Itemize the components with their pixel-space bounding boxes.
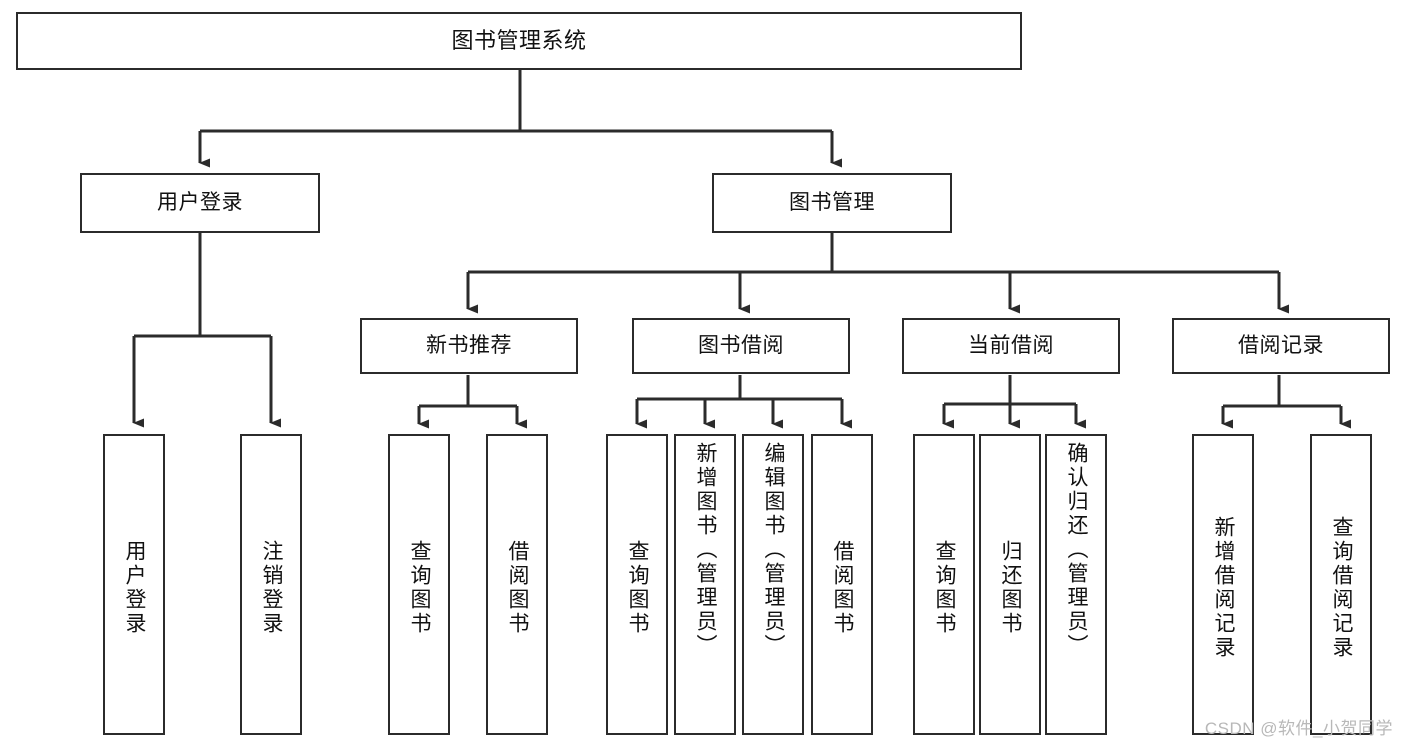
node-leaf-logout-label: 注销登录 [260, 539, 284, 636]
node-leaf-user-login[interactable]: 用户登录 [103, 434, 165, 735]
node-leaf-edit-book-label: 编辑图书（管理员） [762, 442, 786, 658]
node-book-manage-label: 图书管理 [789, 190, 875, 214]
node-leaf-query-book-1-label: 查询图书 [408, 539, 432, 636]
node-borrow-record-label: 借阅记录 [1238, 333, 1324, 357]
node-book-manage[interactable]: 图书管理 [712, 173, 952, 233]
node-leaf-query-book-2-label: 查询图书 [626, 539, 650, 636]
node-leaf-query-book-3[interactable]: 查询图书 [913, 434, 975, 735]
node-current-borrow[interactable]: 当前借阅 [902, 318, 1120, 374]
node-leaf-query-book-2[interactable]: 查询图书 [606, 434, 668, 735]
node-leaf-confirm-return[interactable]: 确认归还（管理员） [1045, 434, 1107, 735]
node-leaf-query-book-3-label: 查询图书 [933, 539, 957, 636]
node-leaf-return-book[interactable]: 归还图书 [979, 434, 1041, 735]
node-leaf-add-record-label: 新增借阅记录 [1212, 515, 1236, 660]
node-new-book-recommend-label: 新书推荐 [426, 333, 512, 357]
node-book-borrow[interactable]: 图书借阅 [632, 318, 850, 374]
node-user-login-label: 用户登录 [157, 190, 243, 214]
node-root-label: 图书管理系统 [451, 28, 587, 54]
node-leaf-borrow-book-2[interactable]: 借阅图书 [811, 434, 873, 735]
node-current-borrow-label: 当前借阅 [968, 333, 1054, 357]
node-leaf-borrow-book-1-label: 借阅图书 [506, 539, 530, 636]
node-leaf-confirm-return-label: 确认归还（管理员） [1065, 442, 1089, 658]
node-leaf-borrow-book-2-label: 借阅图书 [831, 539, 855, 636]
node-root-book-management-system[interactable]: 图书管理系统 [16, 12, 1022, 70]
node-leaf-query-book-1[interactable]: 查询图书 [388, 434, 450, 735]
node-borrow-record[interactable]: 借阅记录 [1172, 318, 1390, 374]
node-user-login[interactable]: 用户登录 [80, 173, 320, 233]
node-leaf-add-book-label: 新增图书（管理员） [694, 442, 718, 658]
node-leaf-return-book-label: 归还图书 [999, 539, 1023, 636]
node-leaf-user-login-label: 用户登录 [123, 539, 147, 636]
node-leaf-query-record[interactable]: 查询借阅记录 [1310, 434, 1372, 735]
node-leaf-add-book[interactable]: 新增图书（管理员） [674, 434, 736, 735]
node-leaf-query-record-label: 查询借阅记录 [1330, 515, 1354, 660]
node-leaf-logout[interactable]: 注销登录 [240, 434, 302, 735]
node-leaf-borrow-book-1[interactable]: 借阅图书 [486, 434, 548, 735]
node-new-book-recommend[interactable]: 新书推荐 [360, 318, 578, 374]
node-leaf-add-record[interactable]: 新增借阅记录 [1192, 434, 1254, 735]
node-leaf-edit-book[interactable]: 编辑图书（管理员） [742, 434, 804, 735]
node-book-borrow-label: 图书借阅 [698, 333, 784, 357]
